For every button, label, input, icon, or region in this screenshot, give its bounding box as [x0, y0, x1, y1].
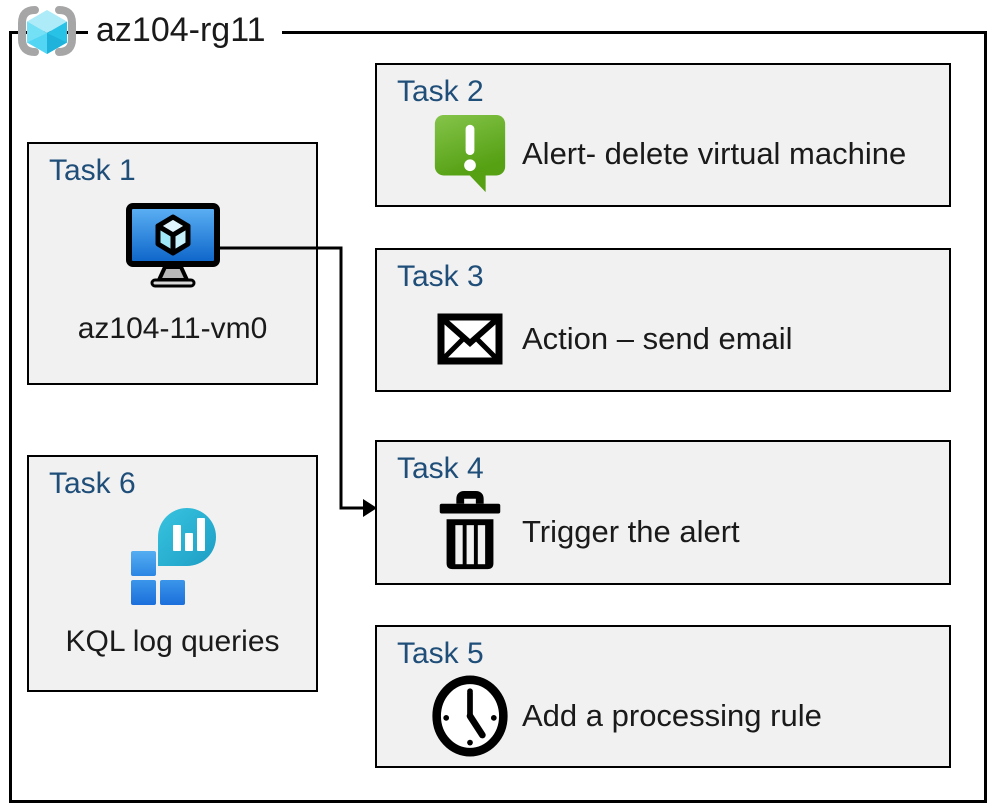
task2-title: Task 2 — [397, 75, 484, 108]
task6-label: KQL log queries — [65, 625, 280, 658]
task3-title: Task 3 — [397, 260, 484, 293]
task5-label: Add a processing rule — [522, 697, 822, 733]
virtual-machine-icon — [125, 203, 220, 288]
clock-icon — [431, 675, 508, 756]
trash-icon — [439, 490, 500, 569]
task3-box: Task 3 Action – send email — [375, 248, 951, 392]
resource-group-title: az104-rg11 — [88, 11, 282, 54]
task1-label: az104-11-vm0 — [77, 312, 268, 345]
task1-box: Task 1 az104-11-vm0 — [27, 142, 318, 385]
email-icon — [437, 313, 502, 365]
task6-title: Task 6 — [49, 467, 136, 500]
task1-title: Task 1 — [49, 154, 136, 187]
task6-box: Task 6 — [27, 455, 318, 692]
task4-title: Task 4 — [397, 452, 484, 485]
task2-box: Task 2 Alert- delete virtual machine — [375, 63, 951, 207]
task2-label: Alert- delete virtual machine — [522, 136, 907, 171]
task4-box: Task 4 Trigger the alert — [375, 440, 951, 585]
task5-title: Task 5 — [397, 637, 484, 670]
task4-label: Trigger the alert — [522, 513, 740, 549]
alert-icon — [434, 114, 505, 193]
resource-group-icon — [18, 6, 76, 56]
task5-box: Task 5 Add a processing rule — [375, 625, 951, 768]
log-analytics-icon — [130, 508, 216, 605]
task3-label: Action – send email — [522, 321, 793, 356]
